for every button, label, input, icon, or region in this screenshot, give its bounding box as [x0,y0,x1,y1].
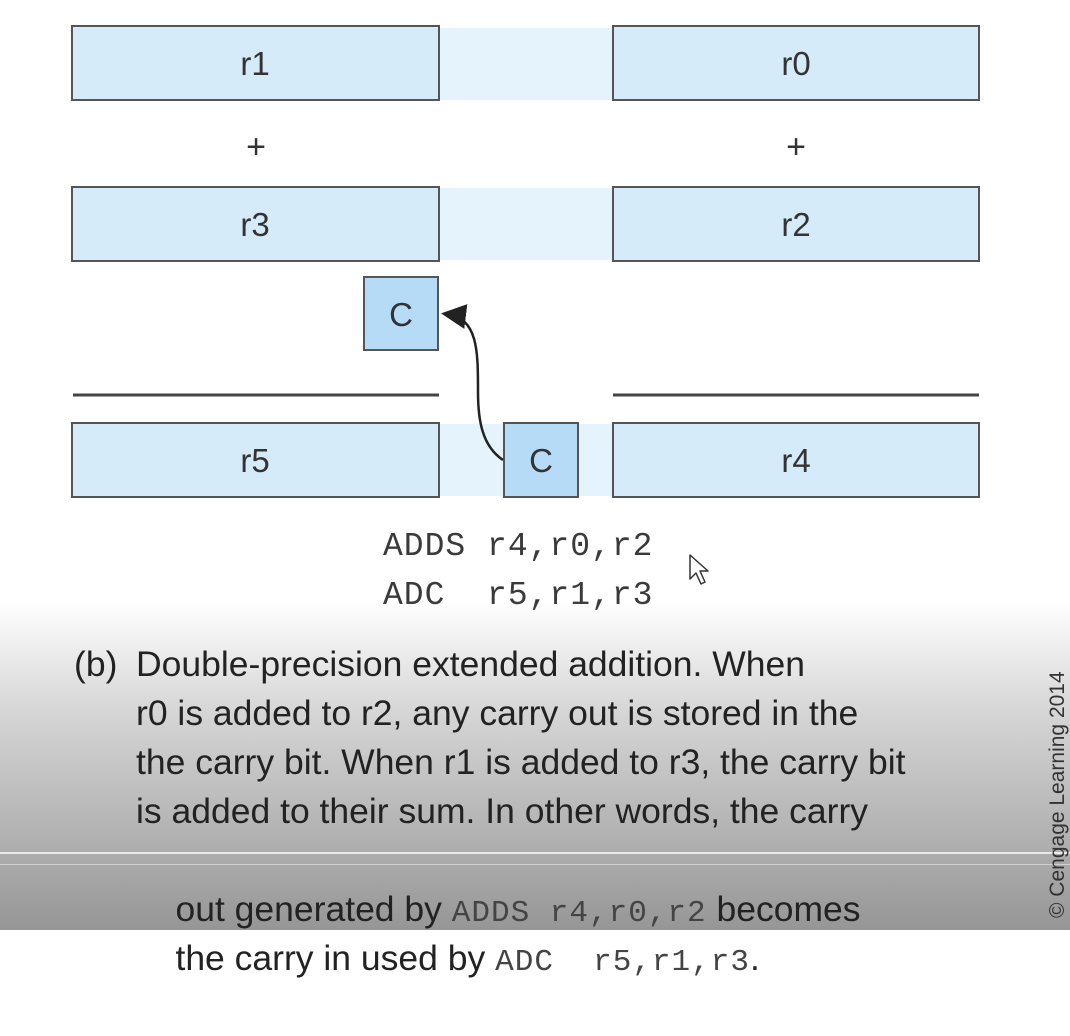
register-r4: r4 [612,422,980,498]
register-label-r0: r0 [781,45,810,82]
register-r2: r2 [612,186,980,262]
register-label-r5: r5 [240,442,269,479]
copyright-notice: © Cengage Learning 2014 [1046,671,1069,918]
carry-label-out: C [529,442,553,479]
carry-bit-out: C [503,422,579,498]
caption-line-6-post: . [749,938,760,978]
caption-line-6: the carry in used by ADC r5,r1,r3. [136,885,760,1036]
video-overlay-gradient [0,600,1070,930]
register-label-r3: r3 [240,206,269,243]
register-r3: r3 [71,186,440,262]
caption-line-6-pre: the carry in used by [175,938,496,978]
caption-line-5-code: ADDS r4,r0,r2 [451,896,707,931]
caption-line-5-post: becomes [706,889,861,929]
code-line-adds: ADDS r4,r0,r2 [383,528,654,565]
gap-row2 [440,188,613,260]
caption-line-5-pre: out generated by [175,889,452,929]
plus-sign-right: + [786,128,806,166]
caption-line-6-code: ADC r5,r1,r3 [495,945,750,980]
mouse-cursor-icon [689,554,709,585]
caption-label: (b) [74,644,118,684]
register-label-r1: r1 [240,45,269,82]
carry-arrow [441,304,504,462]
diagram-canvas: r1 r0 + + r3 r2 C r5 C r4 [71,25,980,498]
carry-label-in: C [389,296,413,333]
gap-row1 [440,28,613,100]
caption-line-2: r0 is added to r2, any carry out is stor… [136,693,859,733]
caption-line-3: the carry bit. When r1 is added to r3, t… [136,742,906,782]
caption-line-4: is added to their sum. In other words, t… [136,791,869,831]
register-label-r4: r4 [781,442,810,479]
register-r1: r1 [71,25,440,101]
register-r0: r0 [612,25,980,101]
caption-line-1: Double-precision extended addition. When [136,644,806,684]
plus-sign-left: + [246,128,266,166]
register-label-r2: r2 [781,206,810,243]
carry-bit-in: C [363,276,439,351]
register-r5: r5 [71,422,440,498]
video-progress-line [0,852,1070,854]
video-progress-line-secondary [0,864,1070,865]
caption-line-5: out generated by ADDS r4,r0,r2 becomes [136,836,861,987]
